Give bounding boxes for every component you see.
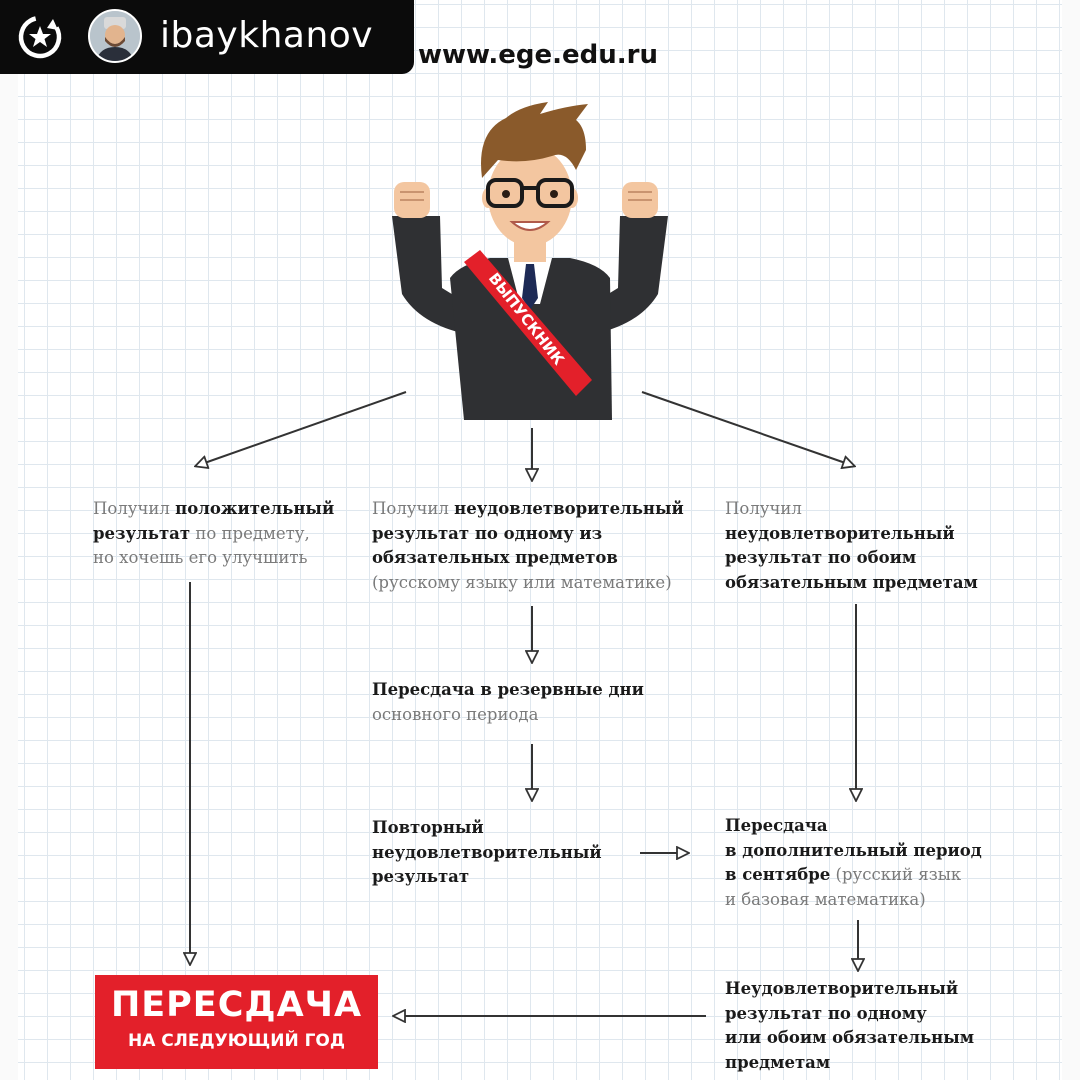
right-branch-text: Получил неудовлетворительный результат п… bbox=[725, 497, 978, 595]
result-box-subtitle: НА СЛЕДУЮЩИЙ ГОД bbox=[95, 1031, 378, 1051]
september-l4: и базовая математика) bbox=[725, 888, 982, 913]
repeat-l3: результат bbox=[372, 865, 602, 890]
september-step-text: Пересдача в дополнительный период в сент… bbox=[725, 814, 982, 912]
repeat-fail-text: Повторный неудовлетворительный результат bbox=[372, 816, 602, 890]
left-l3: но хочешь его улучшить bbox=[93, 546, 334, 571]
september-l1: Пересдача bbox=[725, 814, 982, 839]
middle-l4: (русскому языку или математике) bbox=[372, 571, 684, 596]
middle-l2: результат по одному из bbox=[372, 522, 684, 547]
final-l3: или обоим обязательным bbox=[725, 1026, 974, 1051]
middle-branch-text: Получил неудовлетворительный результат п… bbox=[372, 497, 684, 595]
left-l2-regular: по предмету, bbox=[190, 524, 310, 543]
retake-next-year-box: ПЕРЕСДАЧА НА СЛЕДУЮЩИЙ ГОД bbox=[95, 975, 378, 1069]
left-branch-text: Получил положительный результат по предм… bbox=[93, 497, 334, 571]
arrow-to-right-branch bbox=[642, 392, 854, 466]
right-l1: Получил bbox=[725, 497, 978, 522]
repeat-l1: Повторный bbox=[372, 816, 602, 841]
final-fail-text: Неудовлетворительный результат по одному… bbox=[725, 977, 974, 1075]
reserve-l2: основного периода bbox=[372, 703, 644, 728]
left-l2-bold: результат bbox=[93, 524, 190, 543]
final-l4: предметам bbox=[725, 1051, 974, 1076]
arrow-to-left-branch bbox=[196, 392, 406, 466]
september-l2: в дополнительный период bbox=[725, 839, 982, 864]
reserve-step-text: Пересдача в резервные дни основного пери… bbox=[372, 678, 644, 727]
middle-l3: обязательных предметов bbox=[372, 546, 684, 571]
left-l1-bold: положительный bbox=[175, 499, 334, 518]
right-l2: неудовлетворительный bbox=[725, 522, 978, 547]
final-l1: Неудовлетворительный bbox=[725, 977, 974, 1002]
repeat-l2: неудовлетворительный bbox=[372, 841, 602, 866]
middle-l1-regular: Получил bbox=[372, 499, 454, 518]
result-box-title: ПЕРЕСДАЧА bbox=[95, 985, 378, 1025]
final-l2: результат по одному bbox=[725, 1002, 974, 1027]
right-l4: обязательным предметам bbox=[725, 571, 978, 596]
left-l1-regular: Получил bbox=[93, 499, 175, 518]
middle-l1-bold: неудовлетворительный bbox=[454, 499, 684, 518]
reserve-l1: Пересдача в резервные дни bbox=[372, 678, 644, 703]
september-l3-regular: (русский язык bbox=[830, 865, 961, 884]
right-l3: результат по обоим bbox=[725, 546, 978, 571]
september-l3-bold: в сентябре bbox=[725, 865, 830, 884]
